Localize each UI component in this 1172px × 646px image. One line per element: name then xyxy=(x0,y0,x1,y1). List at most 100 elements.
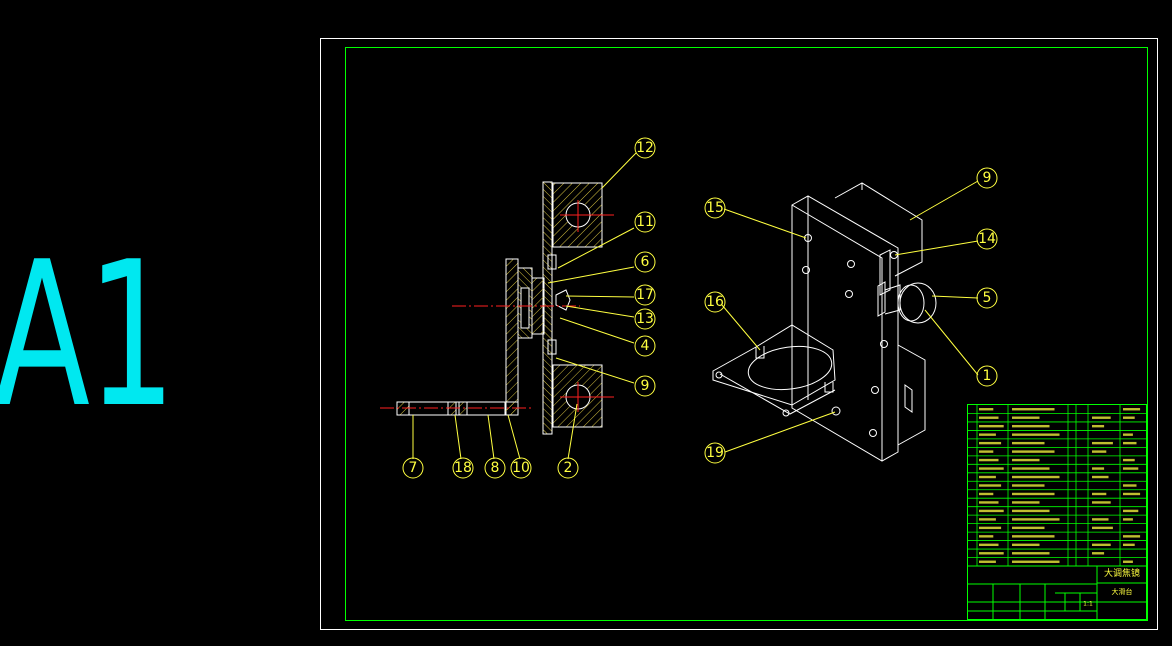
parts-list-entry xyxy=(1012,535,1055,538)
svg-text:7: 7 xyxy=(409,460,418,476)
sheet-frame xyxy=(320,38,1158,630)
parts-list-entry xyxy=(1012,475,1060,479)
parts-list-entry xyxy=(979,408,994,411)
callout-bubble[interactable]: 14 xyxy=(976,228,998,250)
parts-list-entry xyxy=(979,450,994,453)
callout-bubble[interactable]: 2 xyxy=(557,457,579,479)
parts-list-entry xyxy=(1123,416,1135,419)
parts-list-entry xyxy=(1012,458,1040,462)
svg-text:10: 10 xyxy=(512,460,530,476)
parts-list-entry xyxy=(1012,501,1040,504)
clamp-bore xyxy=(747,345,833,391)
parts-list-entry xyxy=(1012,450,1055,453)
parts-list-entry xyxy=(1012,433,1060,436)
parts-list-entry xyxy=(979,441,1002,445)
parts-list-entry xyxy=(1012,408,1055,411)
side-block xyxy=(897,344,926,446)
svg-text:5: 5 xyxy=(983,290,992,306)
parts-list-entry xyxy=(979,475,996,479)
svg-text:13: 13 xyxy=(636,311,654,327)
ring-clamp xyxy=(712,324,836,406)
parts-list-entry xyxy=(1012,560,1060,563)
callout-bubble[interactable]: 18 xyxy=(452,457,474,479)
sheet-size-label: A1 xyxy=(0,219,176,452)
parts-list-entry xyxy=(1092,424,1105,428)
drawing-border xyxy=(345,47,1148,621)
callout-bubble[interactable]: 9 xyxy=(634,375,656,397)
parts-list-grid xyxy=(967,405,1147,566)
parts-list-entry xyxy=(979,433,996,436)
svg-text:16: 16 xyxy=(706,294,724,310)
parts-list-entry xyxy=(1092,552,1105,555)
parts-list-entry xyxy=(1123,492,1141,496)
callout-bubble[interactable]: 17 xyxy=(634,284,656,306)
svg-text:6: 6 xyxy=(641,254,650,270)
callout-bubble[interactable]: 19 xyxy=(704,442,726,464)
callout-bubble[interactable]: 16 xyxy=(704,291,726,313)
svg-text:15: 15 xyxy=(706,200,724,216)
callout-bubble[interactable]: 8 xyxy=(484,457,506,479)
parts-list-entry xyxy=(1123,467,1139,470)
parts-list-entry xyxy=(979,560,996,563)
callout-bubble[interactable]: 12 xyxy=(634,137,656,159)
callout-bubble[interactable]: 7 xyxy=(402,457,424,479)
callout-bubble[interactable]: 5 xyxy=(976,287,998,309)
section-view xyxy=(380,181,614,435)
parts-list-entry xyxy=(1012,518,1060,521)
parts-list-entry xyxy=(1123,484,1137,487)
parts-list-entry xyxy=(1012,467,1050,470)
svg-text:8: 8 xyxy=(491,460,500,476)
parts-list-entry xyxy=(979,552,1004,555)
svg-text:11: 11 xyxy=(636,214,654,230)
parts-list-entry xyxy=(1123,441,1137,445)
svg-text:19: 19 xyxy=(706,445,724,461)
leader-lines xyxy=(412,152,979,460)
parts-list-entry xyxy=(1012,526,1045,530)
parts-list-entry xyxy=(979,535,994,538)
parts-list-entry xyxy=(1123,458,1135,462)
adjust-knob xyxy=(899,282,937,324)
svg-text:4: 4 xyxy=(641,338,650,354)
drawing-title: 大调焦镜 xyxy=(1104,567,1140,579)
callout-bubble[interactable]: 11 xyxy=(634,211,656,233)
parts-list-entry xyxy=(979,467,1004,470)
parts-list-entry xyxy=(1092,526,1113,530)
svg-text:9: 9 xyxy=(983,170,992,186)
callout-bubble[interactable]: 4 xyxy=(634,335,656,357)
parts-list-entry xyxy=(1012,552,1050,555)
callout-bubble[interactable]: 1 xyxy=(976,365,998,387)
back-box xyxy=(834,182,923,277)
parts-list-entry xyxy=(1123,560,1133,563)
callout-bubble[interactable]: 13 xyxy=(634,308,656,330)
callout-bubble[interactable]: 15 xyxy=(704,197,726,219)
parts-list-entry xyxy=(979,526,1002,530)
parts-list-entry xyxy=(979,484,1002,487)
parts-list-entry xyxy=(979,518,996,521)
parts-list-entry xyxy=(1123,535,1141,538)
parts-list-entry xyxy=(1092,501,1111,504)
callout-bubble[interactable]: 9 xyxy=(976,167,998,189)
callout-bubble[interactable]: 6 xyxy=(634,251,656,273)
parts-list-entry xyxy=(1123,433,1133,436)
svg-text:18: 18 xyxy=(454,460,472,476)
parts-list-entry xyxy=(1092,416,1111,419)
parts-list-entry xyxy=(1092,543,1111,547)
parts-list-entry xyxy=(979,424,1004,428)
parts-list-entry xyxy=(1092,441,1113,445)
parts-list-entry xyxy=(1012,424,1050,428)
parts-list-entry xyxy=(979,543,999,547)
parts-list-entries xyxy=(979,408,1141,563)
drawing-scale: 1:1 xyxy=(1083,601,1093,608)
callout-bubble[interactable]: 10 xyxy=(510,457,532,479)
parts-list-entry xyxy=(1123,543,1135,547)
parts-list-entry xyxy=(1012,484,1045,487)
parts-list-entry xyxy=(1012,509,1050,513)
parts-list-entry xyxy=(1092,450,1107,453)
parts-list-entry xyxy=(1012,441,1045,445)
parts-list-entry xyxy=(979,416,999,419)
svg-text:17: 17 xyxy=(636,287,654,303)
parts-list-entry xyxy=(1092,467,1105,470)
adjust-screw xyxy=(555,289,571,311)
parts-list-entry xyxy=(1092,475,1109,479)
